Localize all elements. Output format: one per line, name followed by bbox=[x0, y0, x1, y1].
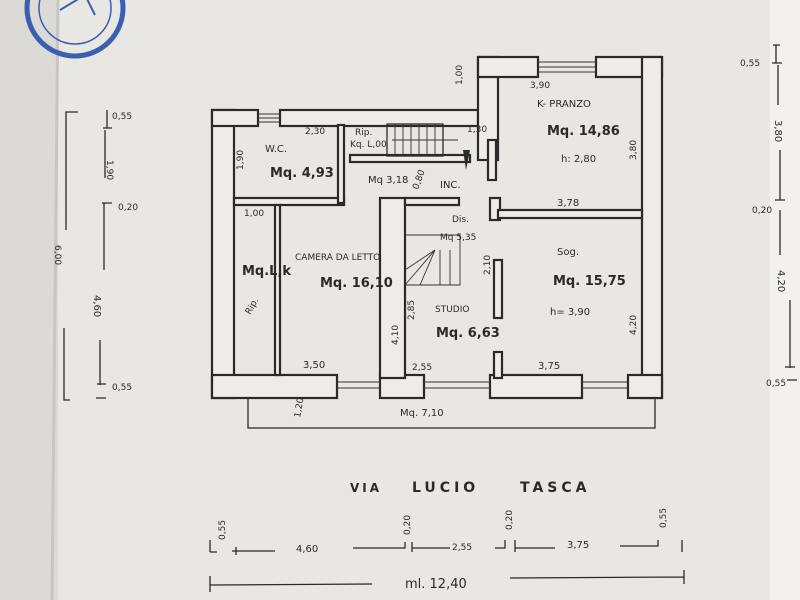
room-kitchen: K- PRANZO Mq. 14,86 h: 2,80 3,90 3,78 3,… bbox=[455, 65, 639, 209]
svg-text:TASCA: TASCA bbox=[520, 480, 591, 496]
street-name: VIA LUCIO TASCA bbox=[350, 480, 591, 496]
svg-text:Mq. 15,75: Mq. 15,75 bbox=[553, 274, 626, 289]
svg-text:Mq. 14,86: Mq. 14,86 bbox=[547, 124, 620, 139]
svg-text:STUDIO: STUDIO bbox=[435, 305, 469, 315]
page-fold bbox=[50, 0, 60, 600]
svg-text:3,90: 3,90 bbox=[530, 81, 550, 91]
svg-text:1,20: 1,20 bbox=[293, 397, 306, 419]
staircase bbox=[386, 123, 470, 286]
svg-text:Mq 3,18: Mq 3,18 bbox=[368, 175, 408, 186]
svg-text:0,55: 0,55 bbox=[218, 520, 228, 540]
svg-text:Sog.: Sog. bbox=[557, 247, 579, 258]
svg-text:CAMERA DA LETTO: CAMERA DA LETTO bbox=[295, 253, 380, 263]
svg-text:1,90: 1,90 bbox=[104, 160, 114, 180]
svg-text:0,55: 0,55 bbox=[766, 379, 786, 389]
svg-text:4,60: 4,60 bbox=[91, 295, 102, 317]
svg-text:Mq. 16,10: Mq. 16,10 bbox=[320, 276, 393, 291]
svg-text:2,10: 2,10 bbox=[483, 255, 493, 275]
svg-text:0,55: 0,55 bbox=[112, 112, 132, 122]
svg-text:Mq 5,35: Mq 5,35 bbox=[440, 233, 476, 243]
left-page bbox=[0, 0, 58, 600]
svg-text:2,30: 2,30 bbox=[305, 127, 325, 137]
svg-text:Mq. 4,93: Mq. 4,93 bbox=[270, 166, 334, 181]
svg-text:3,80: 3,80 bbox=[772, 120, 783, 142]
svg-text:Mq.L,k: Mq.L,k bbox=[242, 264, 291, 279]
stamp-logo bbox=[24, 0, 126, 59]
right-page-edge bbox=[770, 0, 800, 600]
svg-text:4,20: 4,20 bbox=[775, 270, 786, 292]
svg-text:1,00: 1,00 bbox=[244, 209, 264, 219]
windows bbox=[258, 61, 628, 389]
walls bbox=[210, 55, 664, 400]
svg-text:0,20: 0,20 bbox=[505, 510, 515, 530]
svg-text:0,20: 0,20 bbox=[752, 206, 772, 216]
room-studio: STUDIO Mq. 6,63 2,55 2,85 bbox=[407, 300, 500, 373]
svg-text:1,30: 1,30 bbox=[467, 125, 487, 135]
svg-text:3,50: 3,50 bbox=[303, 360, 325, 371]
svg-text:K- PRANZO: K- PRANZO bbox=[537, 99, 591, 110]
room-wc: W.C. Mq. 4,93 2,30 1,90 bbox=[236, 127, 334, 181]
svg-text:4,20: 4,20 bbox=[629, 315, 639, 335]
svg-text:2,55: 2,55 bbox=[452, 543, 472, 553]
porch-outline bbox=[247, 398, 656, 429]
svg-text:3,78: 3,78 bbox=[557, 198, 579, 209]
room-living: Sog. Mq. 15,75 h= 3,90 3,75 4,20 bbox=[538, 247, 639, 372]
room-bedroom: CAMERA DA LETTO Mq. 16,10 3,50 4,10 bbox=[295, 253, 401, 371]
svg-text:h= 3,90: h= 3,90 bbox=[550, 307, 590, 318]
svg-text:1,00: 1,00 bbox=[455, 65, 465, 85]
svg-text:0,55: 0,55 bbox=[112, 383, 132, 393]
room-rip-small: Rip. Kq. L,00 bbox=[350, 128, 387, 150]
room-porch: Mq. 7,10 1,20 bbox=[293, 397, 444, 419]
svg-text:Kq. L,00: Kq. L,00 bbox=[350, 140, 387, 150]
svg-text:1,90: 1,90 bbox=[236, 150, 246, 170]
svg-text:0,55: 0,55 bbox=[659, 508, 669, 528]
svg-text:INC.: INC. bbox=[440, 180, 461, 191]
svg-text:4,60: 4,60 bbox=[296, 544, 318, 555]
svg-text:ml. 12,40: ml. 12,40 bbox=[405, 577, 467, 592]
svg-text:3,75: 3,75 bbox=[567, 540, 589, 551]
svg-text:0,20: 0,20 bbox=[118, 203, 138, 213]
svg-text:Dis.: Dis. bbox=[452, 215, 469, 225]
bottom-dimensions: 0,55 4,60 0,20 2,55 0,20 3,75 0,55 ml. 1… bbox=[209, 508, 685, 592]
svg-text:VIA: VIA bbox=[350, 481, 382, 495]
left-dimensions: 0,55 1,90 0,20 4,60 0,55 6,00 bbox=[52, 110, 138, 401]
svg-text:0,20: 0,20 bbox=[403, 515, 413, 535]
svg-text:2,85: 2,85 bbox=[407, 300, 417, 320]
svg-text:Mq. 7,10: Mq. 7,10 bbox=[400, 408, 444, 419]
svg-text:h: 2,80: h: 2,80 bbox=[561, 154, 596, 165]
svg-text:LUCIO: LUCIO bbox=[412, 480, 479, 496]
svg-text:4,10: 4,10 bbox=[391, 325, 401, 345]
svg-text:3,80: 3,80 bbox=[629, 140, 639, 160]
svg-text:2,55: 2,55 bbox=[412, 363, 432, 373]
room-dis: Dis. Mq 5,35 2,10 bbox=[440, 215, 493, 275]
right-dimensions: 0,55 3,80 0,20 4,20 0,55 bbox=[740, 44, 797, 389]
svg-text:Rip.: Rip. bbox=[355, 128, 372, 138]
svg-text:W.C.: W.C. bbox=[265, 144, 287, 155]
svg-text:3,75: 3,75 bbox=[538, 361, 560, 372]
svg-text:Mq. 6,63: Mq. 6,63 bbox=[436, 326, 500, 341]
svg-text:0,55: 0,55 bbox=[740, 59, 760, 69]
svg-text:6,00: 6,00 bbox=[52, 245, 62, 265]
